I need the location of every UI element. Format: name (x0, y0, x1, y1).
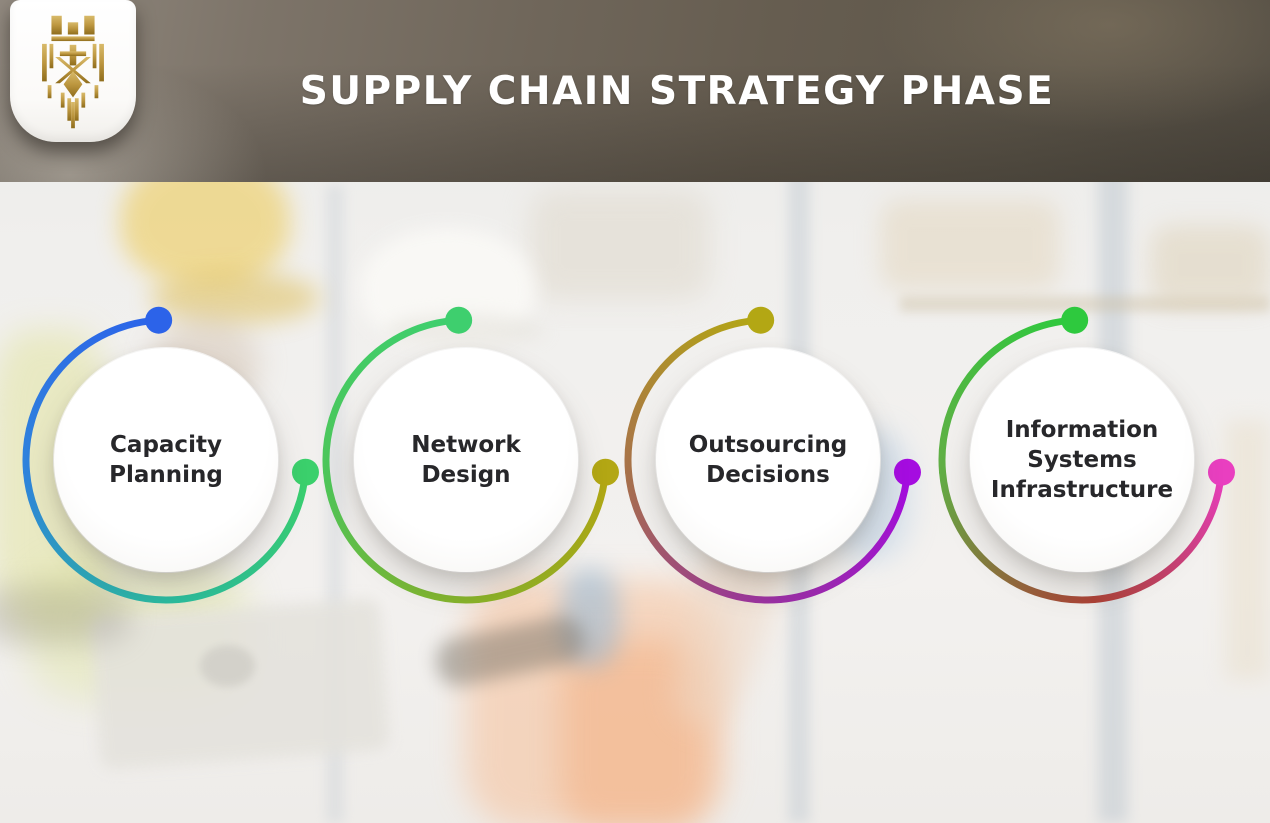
phase-end-dot (591, 458, 619, 486)
phase-ring (624, 306, 921, 604)
page-title: SUPPLY CHAIN STRATEGY PHASE (299, 68, 1055, 114)
phase-arc-segment (22, 316, 163, 476)
phase-arc-segment (938, 316, 1079, 476)
phase-ring (938, 306, 1235, 604)
phase-label-line: Outsourcing (688, 432, 848, 458)
phase-arc-segment (322, 316, 463, 476)
phase-label-line: Design (421, 462, 511, 488)
phase-arc-segment (624, 316, 765, 476)
photo-boxes (530, 190, 710, 300)
photo-yellow-hardhat-brim (150, 272, 320, 324)
phase-label-line: Systems (1027, 447, 1137, 473)
phase-arc-segment (323, 468, 482, 604)
phase-start-dot (747, 306, 775, 334)
phase-arc-segment (174, 468, 309, 603)
photo-box-right (1225, 420, 1270, 680)
phase-start-dot (145, 306, 173, 334)
phase-arc-segment (474, 468, 609, 603)
phase-arc-segment (1090, 468, 1225, 603)
photo-laptop-logo (200, 645, 255, 687)
phase-label-line: Network (411, 432, 521, 458)
phase-ring (322, 306, 619, 604)
phase-ring (22, 306, 319, 604)
phase-arc-segment (625, 468, 784, 604)
photo-laptop-edge (0, 585, 130, 645)
phase-label-line: Decisions (706, 462, 830, 488)
phase-start-dot (1061, 306, 1089, 334)
phase-label-line: Infrastructure (990, 477, 1174, 503)
phase-end-dot (291, 458, 319, 486)
phase-arc-segment (776, 468, 911, 603)
phase-label-line: Information (1005, 417, 1159, 443)
gold-lion-crest-icon (42, 15, 104, 129)
phase-arc-segment (23, 468, 182, 604)
photo-boxes (880, 200, 1060, 290)
photo-blue-strap (560, 568, 620, 668)
phase-label-line: Capacity (110, 432, 222, 458)
phase-start-dot (445, 306, 473, 334)
phase-end-dot (1207, 458, 1235, 486)
phase-label-line: Planning (109, 462, 223, 488)
header-band: SUPPLY CHAIN STRATEGY PHASE (0, 0, 1270, 182)
phase-end-dot (893, 458, 921, 486)
phase-arc-segment (939, 468, 1098, 604)
photo-boxes (1150, 225, 1270, 305)
logo-badge (10, 0, 136, 142)
